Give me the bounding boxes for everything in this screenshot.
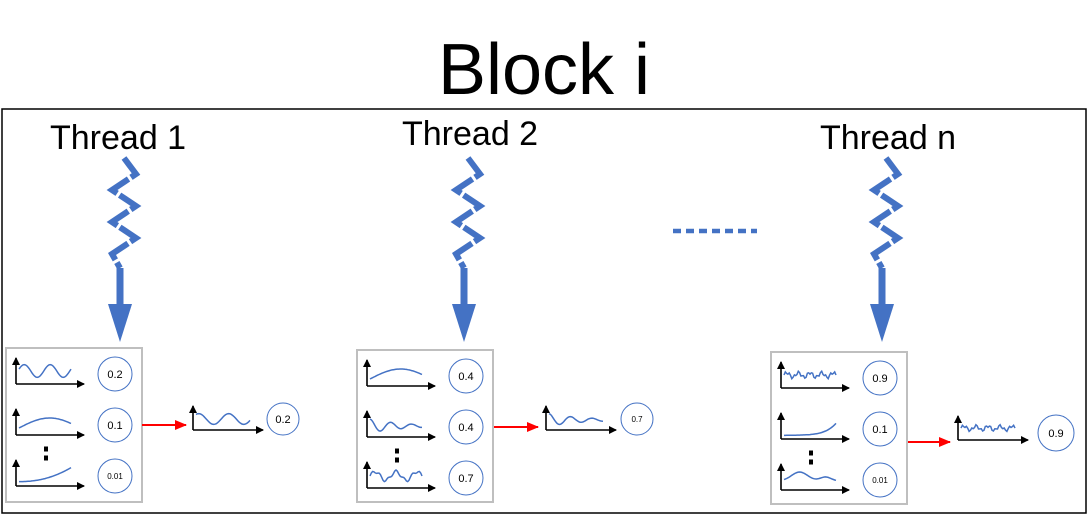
thread-1-value-circle-1 [97,356,133,392]
thread-3-value-circle-1 [862,360,898,396]
thread-1-arrow-zigzag [106,156,142,270]
thread-1-plot-3-curve [19,466,72,483]
thread-2-value-circle-2 [448,409,484,445]
thread-n-label: Thread n [820,119,957,157]
thread-2-result-circle [620,402,654,436]
thread-1-result-plot-curve [195,412,251,426]
thread-2-vdot-2 [395,457,399,463]
block-frame [1,108,1087,514]
thread-1-vdot-2 [44,455,48,461]
thread-2-plot-3-curve [369,469,423,483]
thread-2-arrow-head [452,304,476,342]
thread-3-vdot-2 [809,459,813,465]
thread-3-arrow-head [870,304,894,342]
thread-2-vdot-1 [395,448,399,454]
thread-3-vdot-1 [809,450,813,456]
thread-1-vdot-1 [44,446,48,452]
thread-1-label: Thread 1 [50,119,187,157]
thread-1-value-circle-2 [97,407,133,443]
thread-2-value-circle-2-text: 0.4 [458,422,473,434]
thread-2-result-plot-curve [548,412,604,426]
thread-3-result-circle-text: 0.9 [1048,428,1063,440]
thread-1-value-circle-1-text: 0.2 [107,369,122,381]
thread-2-plot-2-curve [369,418,422,432]
thread-2-result-circle-text: 0.7 [631,415,643,424]
thread-1-result-circle-text: 0.2 [275,414,290,426]
thread-1-result-circle [266,402,300,436]
thread-3-value-circle-1-text: 0.9 [872,373,887,385]
thread-3-value-circle-2-text: 0.1 [872,424,887,436]
thread-2-plot-1-curve [369,368,423,380]
thread-1-arrow-head [108,304,132,342]
thread-3-value-circle-3 [862,462,898,498]
thread-1-value-circle-3-text: 0.01 [107,472,123,481]
thread-1-plot-1-curve [18,363,72,379]
thread-3-plot-2-curve [784,422,837,437]
thread-3-value-circle-2 [862,411,898,447]
thread-3-result-circle [1037,414,1075,452]
thread-1-plot-2-curve [18,417,72,429]
thread-2-value-circle-1 [448,358,484,394]
thread-1-value-circle-2-text: 0.1 [107,420,122,432]
thread-2-label: Thread 2 [402,115,539,153]
thread-3-plot-1-curve [783,369,837,381]
thread-1-value-circle-3 [97,458,133,494]
thread-2-value-circle-1-text: 0.4 [458,371,473,383]
thread-2-value-circle-3 [448,460,484,496]
thread-3-result-plot-curve [960,423,1016,433]
thread-3-arrow-zigzag [868,156,904,270]
thread-3-plot-3-curve [783,471,837,482]
thread-2-arrow-zigzag [450,156,486,270]
thread-2-value-circle-3-text: 0.7 [458,473,473,485]
block-title: Block i [437,30,651,110]
thread-3-value-circle-3-text: 0.01 [872,476,888,485]
